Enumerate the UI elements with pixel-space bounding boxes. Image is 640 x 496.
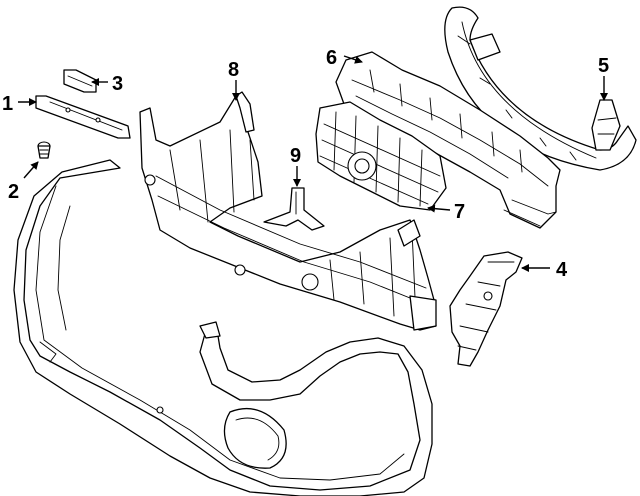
callout-9: 9 [290, 145, 301, 167]
small-clip [63, 69, 97, 93]
callout-2: 2 [8, 181, 19, 203]
callout-8: 8 [228, 59, 239, 81]
leader-lines [18, 55, 608, 272]
upper-beam [335, 51, 561, 229]
callout-4: 4 [556, 259, 568, 281]
callout-labels: 1 2 3 4 5 6 7 8 9 [2, 47, 609, 281]
leader-6 [343, 55, 363, 64]
reinforcement-beam [139, 91, 437, 331]
side-bracket [449, 251, 523, 367]
callout-6: 6 [326, 47, 337, 69]
callout-5: 5 [598, 55, 609, 77]
callout-3: 3 [112, 73, 123, 95]
bumper-cover [13, 159, 433, 496]
callout-7: 7 [454, 201, 465, 223]
upper-support-arc [444, 6, 637, 171]
callout-1: 1 [2, 93, 13, 115]
upper-strip [35, 95, 131, 139]
small-bracket [263, 187, 325, 231]
leader-7 [427, 204, 451, 213]
leader-2 [23, 161, 39, 179]
push-pin [37, 141, 51, 159]
